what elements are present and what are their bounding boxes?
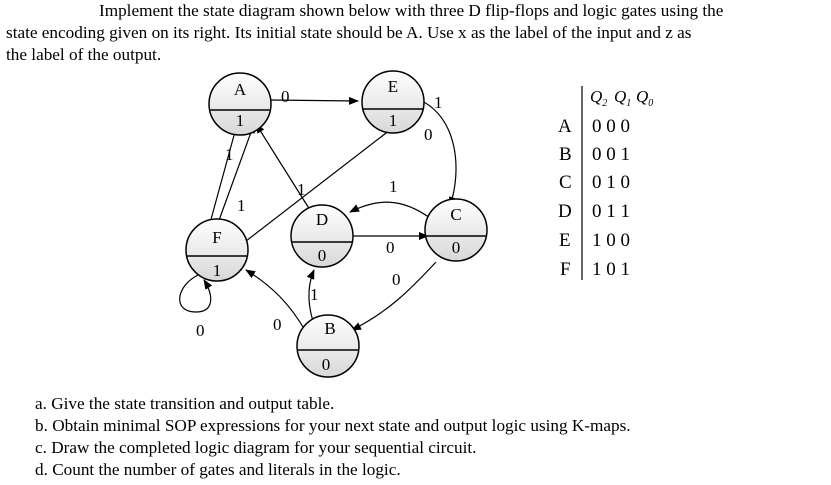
edge-f-self-loop [179,274,213,313]
state-d-name: D [316,210,328,229]
header-q1: Q1 [614,87,631,109]
state-d-output: 0 [318,246,327,265]
label-f-to-a: 1 [237,196,246,215]
state-b-output: 0 [322,355,331,374]
question-d: d. Count the number of gates and literal… [35,460,401,479]
problem-line-3: the label of the output. [6,45,162,64]
state-c-output: 0 [452,238,461,257]
state-f-output: 1 [213,261,222,280]
edge-e-to-d [223,129,391,259]
question-c: c. Draw the completed logic diagram for … [35,438,477,457]
label-a-to-e: 0 [281,87,290,106]
state-c-name: C [450,205,461,224]
label-b-to-d: 1 [310,285,319,304]
question-b: b. Obtain minimal SOP expressions for yo… [35,416,631,435]
enc-state-b: B [559,144,572,165]
enc-state-a: A [558,116,572,137]
enc-code-d: 0 1 1 [592,201,630,222]
edge-b-to-f [245,269,307,333]
enc-code-f: 1 0 1 [592,259,630,280]
state-node-d: D 0 [290,204,354,268]
state-e-output: 1 [389,111,398,130]
header-q0: Q0 [636,87,653,109]
problem-statement: Implement the state diagram shown below … [6,0,828,66]
label-f-self: 0 [196,321,205,340]
edge-f-to-a [213,123,255,235]
label-c-to-d: 1 [389,177,398,196]
state-node-a: A 1 [208,72,272,136]
label-e-self: 0 [424,125,433,144]
enc-state-f: F [560,259,571,280]
redacted-region [14,2,92,22]
edge-c-to-b [351,261,437,331]
label-a-to-f: 1 [225,145,234,164]
edge-a-to-e [269,96,359,105]
enc-state-c: C [559,172,572,193]
edge-d-to-a [255,123,311,211]
state-node-c: C 0 [424,198,488,262]
state-a-name: A [234,80,247,99]
enc-state-d: D [558,201,572,222]
enc-code-c: 0 1 0 [592,172,630,193]
question-list: a. Give the state transition and output … [35,393,631,481]
label-c-to-b: 0 [392,270,401,289]
state-e-name: E [388,77,398,96]
enc-code-b: 0 0 1 [592,144,630,165]
state-node-f: F 1 [185,218,249,282]
label-e-to-c: 1 [434,93,443,112]
question-a: a. Give the state transition and output … [35,394,335,413]
label-b-to-f: 0 [273,315,282,334]
state-a-output: 1 [236,111,245,130]
header-q2: Q2 [590,87,607,109]
problem-line-1: Implement the state diagram shown below … [99,1,724,20]
encoding-header: Q2 Q1 Q0 [590,87,653,109]
state-node-b: B 0 [296,314,360,378]
problem-line-2: state encoding given on its right. Its i… [6,23,692,42]
state-node-e: E 1 [361,70,425,134]
enc-code-e: 1 0 0 [592,230,630,251]
label-d-to-c: 0 [386,238,395,257]
state-f-name: F [212,228,221,247]
enc-code-a: 0 0 0 [592,116,630,137]
edge-e-to-c [419,99,457,207]
enc-state-e: E [559,230,571,251]
state-b-name: B [324,319,335,338]
edge-c-to-d [349,201,431,219]
edge-a-to-f [205,127,237,235]
label-d-to-a: 1 [297,180,306,199]
